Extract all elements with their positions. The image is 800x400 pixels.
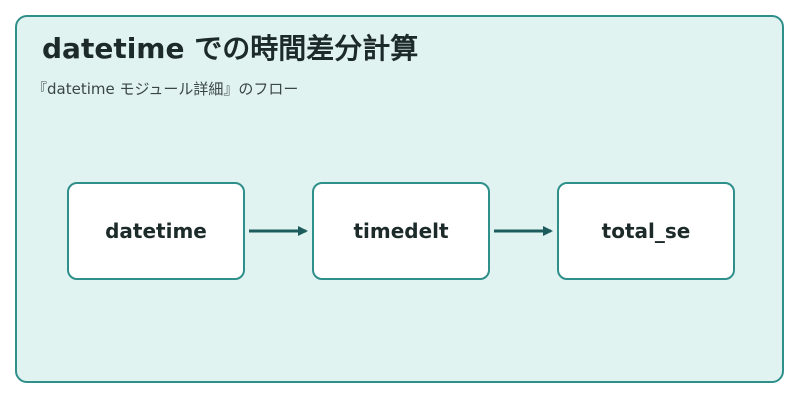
flow-node-timedelt: timedelt <box>312 182 490 280</box>
diagram-card: datetime での時間差分計算 『datetime モジュール詳細』のフロー… <box>15 15 784 383</box>
diagram-subtitle: 『datetime モジュール詳細』のフロー <box>32 80 299 98</box>
flow-node-datetime: datetime <box>67 182 245 280</box>
flow-node-label: timedelt <box>353 219 449 243</box>
flow-node-label: datetime <box>105 219 207 243</box>
diagram-title: datetime での時間差分計算 <box>42 32 419 65</box>
flow-node-label: total_se <box>601 219 691 243</box>
flow-node-total-se: total_se <box>557 182 735 280</box>
